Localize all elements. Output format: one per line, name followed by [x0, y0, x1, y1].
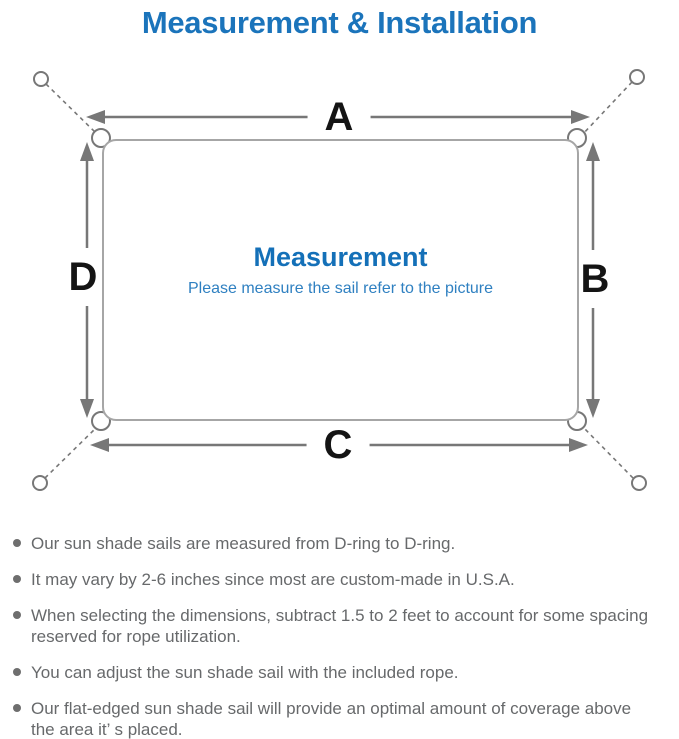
- dimension-label-c: C: [306, 425, 370, 465]
- bullet-dot-icon: [13, 539, 21, 547]
- anchor-point-bottom-right-icon: [631, 475, 647, 491]
- dashed-rope-bottom-right-icon: [581, 425, 634, 479]
- arrowhead-a-right-icon: [571, 110, 590, 124]
- note-text: Our sun shade sails are measured from D-…: [31, 534, 456, 553]
- page-title: Measurement & Installation: [141, 5, 538, 40]
- note-text: It may vary by 2-6 inches since most are…: [31, 570, 515, 589]
- arrowhead-d-bottom-icon: [80, 399, 94, 418]
- arrowhead-a-left-icon: [86, 110, 105, 124]
- bullet-dot-icon: [13, 668, 21, 676]
- arrowhead-d-top-icon: [80, 142, 94, 161]
- dimension-label-d: D: [67, 248, 99, 306]
- note-text: Our flat-edged sun shade sail will provi…: [31, 699, 632, 739]
- note-item: You can adjust the sun shade sail with t…: [13, 662, 671, 683]
- bullet-dot-icon: [13, 704, 21, 712]
- arrowhead-c-left-icon: [90, 438, 109, 452]
- note-text: When selecting the dimensions, subtract …: [31, 606, 649, 646]
- anchor-point-top-left-icon: [33, 71, 49, 87]
- header: Measurement & Installation: [0, 0, 679, 60]
- measurement-note: Measurement Please measure the sail refe…: [103, 242, 578, 298]
- note-item: Our sun shade sails are measured from D-…: [13, 533, 671, 554]
- d-ring-top-left-icon: [91, 128, 111, 148]
- bullet-dot-icon: [13, 575, 21, 583]
- dashed-rope-top-left-icon: [45, 83, 99, 136]
- note-item: Our flat-edged sun shade sail will provi…: [13, 698, 671, 739]
- note-item: It may vary by 2-6 inches since most are…: [13, 569, 671, 590]
- note-item: When selecting the dimensions, subtract …: [13, 605, 671, 647]
- note-text: You can adjust the sun shade sail with t…: [31, 663, 459, 682]
- arrowhead-b-bottom-icon: [586, 399, 600, 418]
- sail-rectangle: [102, 139, 579, 421]
- d-ring-bottom-left-icon: [91, 411, 111, 431]
- notes-list: Our sun shade sails are measured from D-…: [0, 520, 679, 739]
- anchor-point-bottom-left-icon: [32, 475, 48, 491]
- measurement-heading: Measurement: [253, 242, 428, 272]
- measurement-diagram: A B C D Measurement Please measure the s…: [0, 60, 679, 520]
- arrowhead-c-right-icon: [569, 438, 588, 452]
- anchor-point-top-right-icon: [629, 69, 645, 85]
- arrowhead-b-top-icon: [586, 142, 600, 161]
- measurement-subheading: Please measure the sail refer to the pic…: [187, 280, 494, 297]
- dimension-label-b: B: [579, 250, 611, 308]
- dimension-label-a: A: [307, 97, 371, 137]
- dashed-rope-top-right-icon: [581, 81, 633, 136]
- bullet-dot-icon: [13, 611, 21, 619]
- dashed-rope-bottom-left-icon: [44, 425, 99, 479]
